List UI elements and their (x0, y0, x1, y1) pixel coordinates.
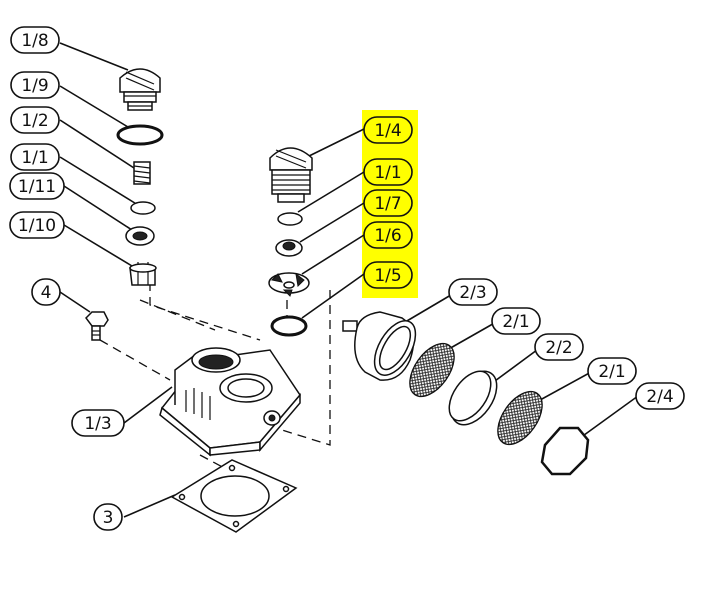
callout-label: 1/11 (18, 177, 56, 197)
callout-c23: 2/3 (448, 278, 498, 306)
leader-lines (59, 42, 639, 518)
callout-oval (93, 503, 123, 531)
callout-oval (363, 261, 413, 289)
callout-oval (448, 278, 498, 306)
callout-oval (31, 278, 61, 306)
callout-oval (363, 221, 413, 249)
filter-2-2 (448, 370, 498, 426)
seat-1-11 (125, 226, 155, 246)
callout-label: 2/1 (598, 362, 625, 382)
callout-c24: 2/4 (635, 382, 685, 410)
gasket-3 (170, 459, 298, 533)
callout-label: 1/6 (374, 226, 401, 246)
callout-c11: 1/1 (10, 143, 60, 171)
callout-c11b: 1/1 (363, 158, 413, 186)
callout-oval (363, 189, 413, 217)
callout-c13: 1/3 (71, 409, 125, 437)
callout-c4: 4 (31, 278, 61, 306)
disc-1-1 (130, 201, 156, 215)
callout-c21: 2/1 (491, 307, 541, 335)
disc-1-1-b (277, 212, 303, 226)
callout-c19: 1/9 (10, 71, 60, 99)
callout-label: 2/1 (502, 312, 529, 332)
housing-2-3 (342, 311, 417, 381)
seal-2-4 (540, 426, 590, 476)
valve-body-1-3 (159, 347, 301, 457)
callout-oval (491, 307, 541, 335)
callout-c14: 1/4 (363, 116, 413, 144)
callout-oval (9, 172, 65, 200)
spring-1-2 (133, 161, 151, 185)
cage-1-6 (268, 272, 310, 297)
callout-label: 1/1 (21, 148, 48, 168)
callout-oval (10, 71, 60, 99)
callout-c12: 1/2 (10, 106, 60, 134)
callout-c17: 1/7 (363, 189, 413, 217)
callout-label: 2/3 (459, 283, 486, 303)
callout-oval (9, 211, 65, 239)
callout-label: 1/3 (84, 414, 111, 434)
callout-label: 1/7 (374, 194, 401, 214)
callout-c18: 1/8 (10, 26, 60, 54)
callout-layer: 1/8 1/9 1/2 1/1 1/11 1/10 4 1/3 3 1/4 1/1 1/7 1/6 1/5… (9, 26, 685, 531)
ring-1-9 (116, 124, 164, 146)
callout-label: 3 (103, 508, 114, 528)
callout-label: 1/2 (21, 111, 48, 131)
callout-label: 1/9 (21, 76, 48, 96)
callout-label: 1/5 (374, 266, 401, 286)
seat-1-7 (275, 239, 303, 257)
plug-1-8 (119, 68, 161, 111)
callout-oval (10, 26, 60, 54)
callout-c22: 2/2 (534, 333, 584, 361)
plug-1-4 (269, 147, 313, 203)
callout-c3: 3 (93, 503, 123, 531)
bolt-4 (85, 311, 109, 341)
callout-oval (587, 357, 637, 385)
callout-oval (71, 409, 125, 437)
callout-label: 1/8 (21, 31, 48, 51)
callout-oval (534, 333, 584, 361)
callout-label: 1/4 (374, 121, 401, 141)
callout-oval (363, 116, 413, 144)
callout-label: 1/1 (374, 163, 401, 183)
callout-c21b: 2/1 (587, 357, 637, 385)
ring-1-5 (270, 315, 308, 337)
callout-c110: 1/10 (9, 211, 65, 239)
cage-1-10 (129, 262, 157, 286)
callout-oval (10, 106, 60, 134)
callout-label: 2/4 (646, 387, 673, 407)
screen-2-1 (409, 342, 455, 398)
assembly-dashed-lines (99, 282, 331, 471)
callout-oval (635, 382, 685, 410)
callout-label: 4 (41, 283, 52, 303)
callout-c16: 1/6 (363, 221, 413, 249)
callout-label: 2/2 (545, 338, 572, 358)
screen-2-1-b (497, 390, 543, 446)
callout-c111: 1/11 (9, 172, 65, 200)
callout-c15: 1/5 (363, 261, 413, 289)
callout-label: 1/10 (18, 216, 56, 236)
callout-oval (10, 143, 60, 171)
callout-oval (363, 158, 413, 186)
